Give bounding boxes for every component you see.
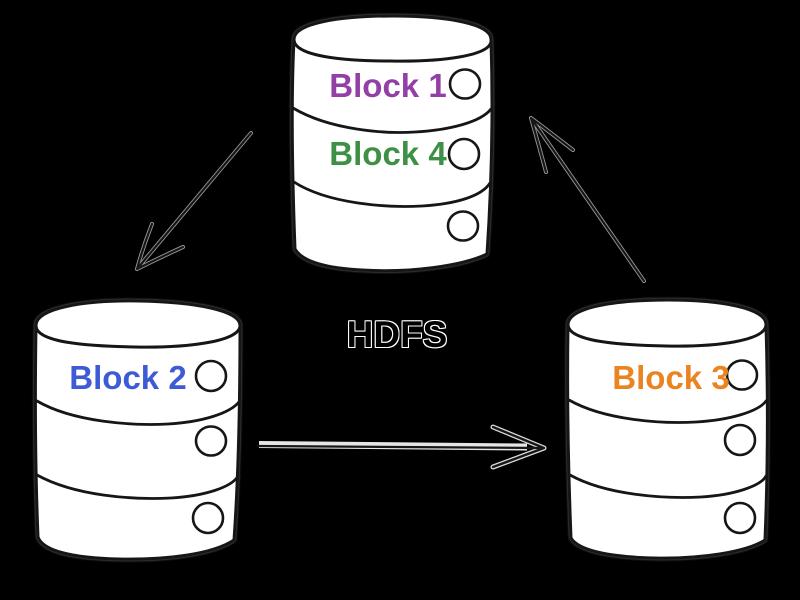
slot-circle <box>194 425 228 457</box>
cylinder-separator <box>291 106 493 134</box>
cylinder-separator <box>567 398 768 424</box>
slot-circle <box>191 501 225 535</box>
cylinder-top-ellipse <box>34 299 242 349</box>
cylinder-bottom-left-graphic <box>33 299 242 561</box>
cylinder-bottom-left: Block 2 <box>33 299 245 561</box>
cylinder-top-ellipse <box>292 14 493 63</box>
cylinder-separator <box>292 180 492 208</box>
slot-circle <box>447 137 481 171</box>
hdfs-label: HDFS <box>346 314 448 355</box>
cylinder-body <box>566 323 769 560</box>
arrow-bottom-left-to-bottom-right-icon <box>256 424 547 470</box>
slot-circle <box>723 423 757 457</box>
block-1-label: Block 1 <box>329 67 447 104</box>
cylinder-separator <box>35 399 241 426</box>
slot-circle <box>194 359 228 393</box>
cylinder-body <box>290 38 494 273</box>
cylinder-top-ellipse <box>566 298 768 348</box>
slot-circle <box>446 210 480 242</box>
cylinder-separator <box>568 473 768 499</box>
block-3-label: Block 3 <box>612 359 730 396</box>
cylinder-bottom-right-graphic <box>566 298 769 560</box>
block-2-label: Block 2 <box>69 359 187 396</box>
slot-circle <box>723 501 757 535</box>
slot-circle <box>448 68 482 100</box>
cylinder-bottom-right: Block 3 <box>566 298 770 560</box>
cylinder-separator <box>35 473 240 500</box>
cylinder-top-graphic <box>290 14 494 273</box>
slot-circle <box>725 359 759 391</box>
arrow-top-to-bottom-left-icon <box>135 131 253 271</box>
cylinder-top: Block 1 Block 4 <box>290 14 496 273</box>
arrow-bottom-right-to-top-icon <box>529 116 646 283</box>
block-4-label: Block 4 <box>329 135 447 172</box>
cylinder-body <box>33 324 242 561</box>
